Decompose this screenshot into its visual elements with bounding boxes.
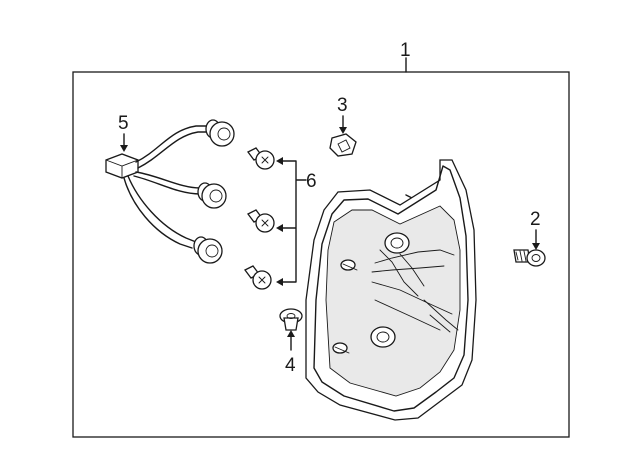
diagram-frame: [72, 71, 570, 438]
bulbs-part-6: 6: [244, 147, 317, 290]
callout-4: 4: [285, 355, 296, 376]
callout-5: 5: [118, 113, 129, 134]
arrowhead-4: [287, 330, 295, 337]
callout-3: 3: [337, 95, 348, 116]
bulb-top: [247, 147, 275, 170]
wire-harness-part-5: 5: [105, 113, 235, 264]
callout-2: 2: [530, 209, 541, 230]
socket-middle: [197, 182, 227, 209]
socket-top: [205, 119, 235, 147]
bulb-middle: [247, 209, 275, 233]
nut-part-3: 3: [329, 95, 357, 157]
arrowhead-6c: [276, 278, 283, 286]
arrowhead-3: [339, 127, 347, 134]
tail-lamp-assembly: [305, 159, 477, 421]
arrowhead-5: [120, 145, 128, 152]
screw-part-2: 2: [513, 209, 546, 267]
retainer-part-4: 4: [279, 308, 303, 376]
arrowhead-2: [532, 243, 540, 250]
callout-1: 1: [400, 40, 411, 61]
bulb-bottom: [244, 265, 272, 290]
socket-bottom: [193, 236, 223, 264]
arrowhead-6b: [276, 224, 283, 232]
arrowhead-6a: [276, 157, 283, 165]
callout-6: 6: [306, 171, 317, 192]
leader-bracket-6: [281, 160, 307, 283]
